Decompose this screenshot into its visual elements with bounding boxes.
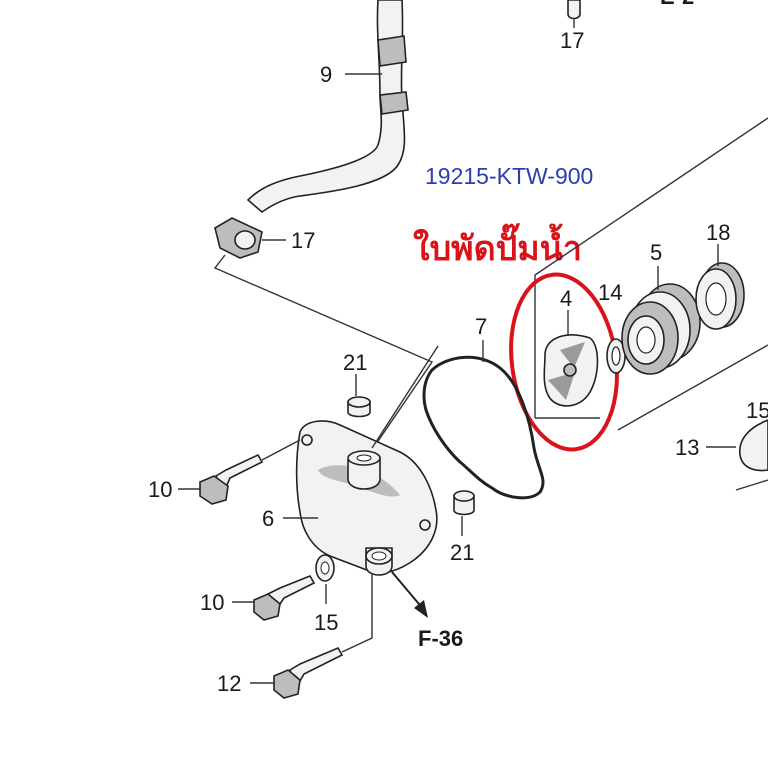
sealing-washer <box>315 554 335 582</box>
cover-hose-guide <box>371 345 439 449</box>
f36-arrow-shaft <box>391 571 425 611</box>
top-section-ref: E-2 <box>660 0 694 9</box>
callout-15: 15 <box>314 610 338 635</box>
part-13-edge-line <box>735 479 768 491</box>
callout-17: 17 <box>291 228 315 253</box>
bolt-long <box>273 646 344 699</box>
gasket <box>422 355 545 500</box>
bolt-upper-guide <box>261 439 301 461</box>
f36-section-ref: F-36 <box>418 626 463 651</box>
callout-10-lower: 10 <box>200 590 224 615</box>
callout-9: 9 <box>320 62 332 87</box>
impeller-group-outline <box>534 117 768 419</box>
bolt-upper <box>199 453 264 505</box>
impeller-annotation: ใบพัดปั๊มน้ำ <box>413 223 582 269</box>
clamp-guide-line <box>213 254 434 451</box>
callout-5: 5 <box>650 240 662 265</box>
callout-18: 18 <box>706 220 730 245</box>
callout-21-lower: 21 <box>450 540 474 565</box>
oil-seal <box>695 262 745 330</box>
dowel-pin-upper <box>347 396 371 418</box>
hose-clamp-top <box>567 0 581 20</box>
callout-13: 13 <box>675 435 699 460</box>
part-13-edge <box>739 419 768 472</box>
o-ring-14 <box>606 338 626 374</box>
bolt-lower <box>253 574 316 621</box>
callout-14: 14 <box>598 280 622 305</box>
impeller <box>543 334 599 407</box>
mechanical-seal <box>621 283 701 375</box>
callout-15-cut: 15 <box>746 398 768 423</box>
callout-10-upper: 10 <box>148 477 172 502</box>
callout-7: 7 <box>475 314 487 339</box>
callout-21-upper: 21 <box>343 350 367 375</box>
part-number: 19215-KTW-900 <box>425 163 593 189</box>
dowel-pin-lower <box>453 490 475 516</box>
callout-17-top: 17 <box>560 28 584 53</box>
callout-4: 4 <box>560 286 572 311</box>
callout-12: 12 <box>217 671 241 696</box>
f36-arrow-head <box>414 600 428 618</box>
coolant-hose <box>246 0 409 214</box>
seal-group-outline <box>617 344 768 431</box>
callout-6: 6 <box>262 506 274 531</box>
hose-clamp <box>214 217 263 259</box>
water-pump-cover <box>295 420 438 576</box>
bolt-long-guide <box>341 574 373 653</box>
